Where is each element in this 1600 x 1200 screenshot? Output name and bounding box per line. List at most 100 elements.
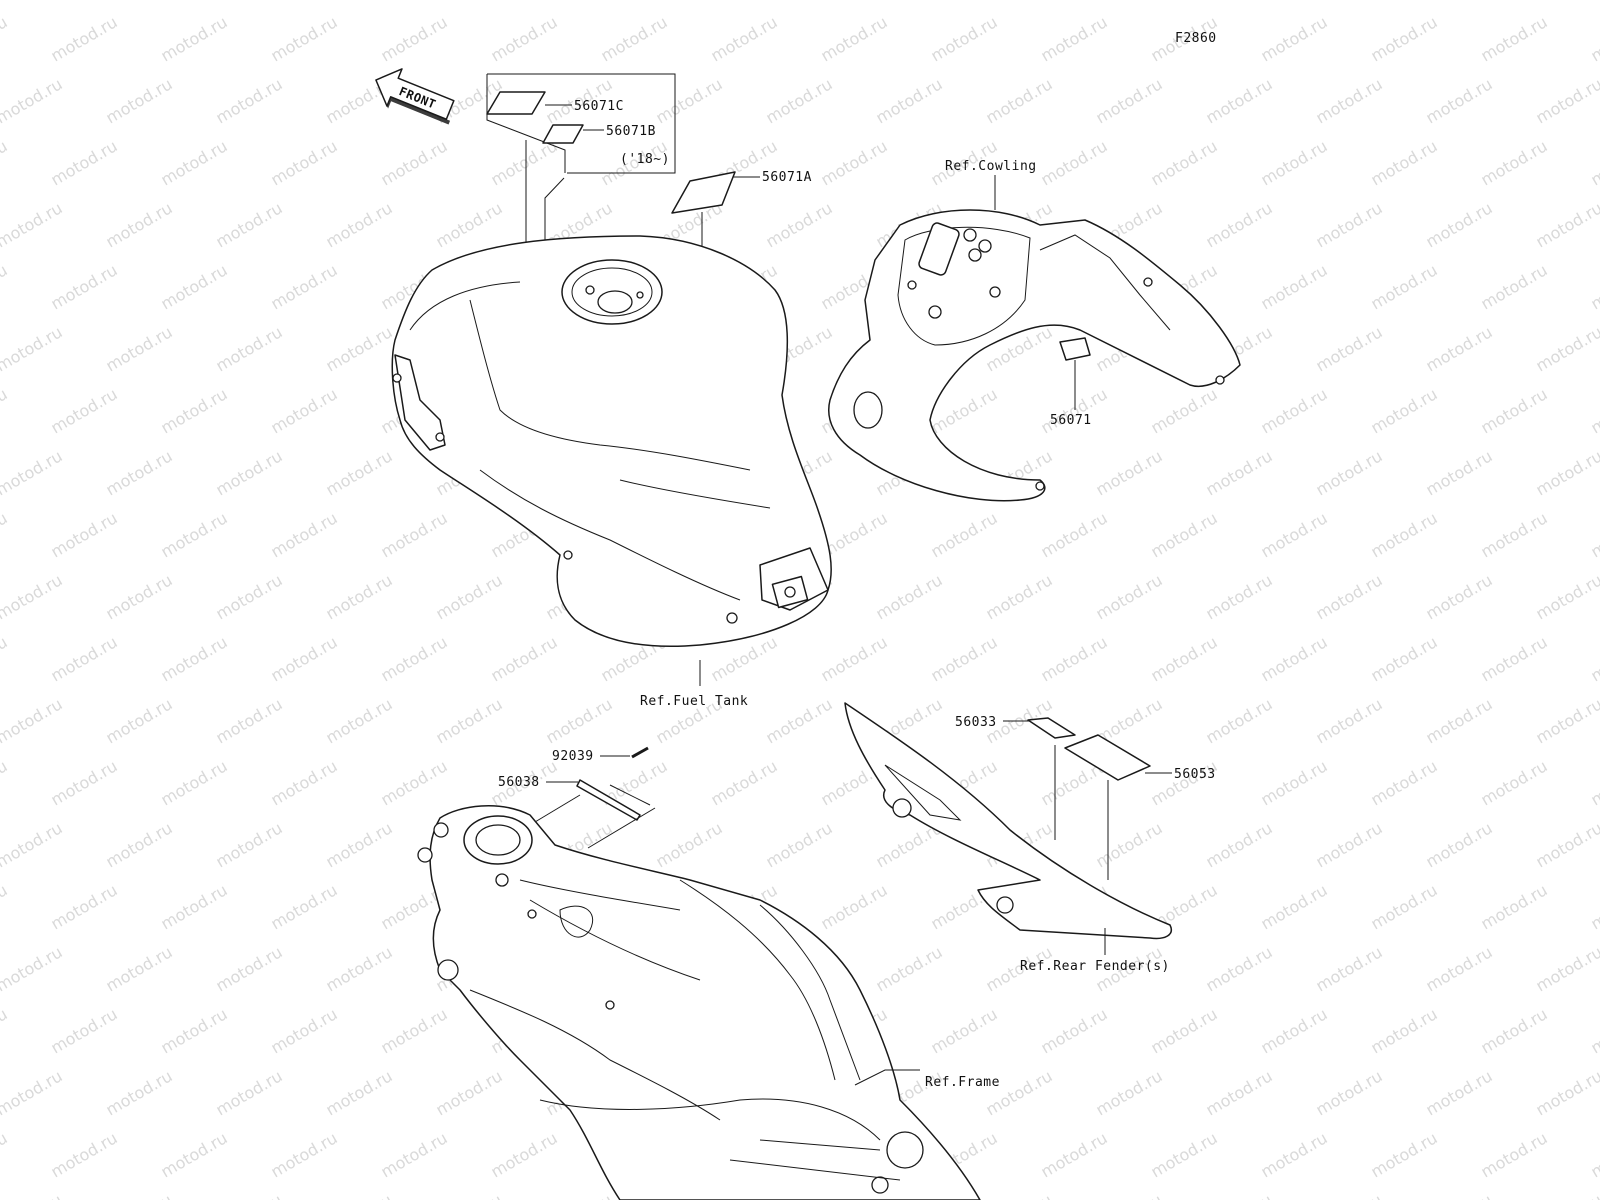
watermark-text: motod.ru (1203, 818, 1276, 871)
watermark-text: motod.ru (0, 1066, 66, 1119)
watermark-text: motod.ru (0, 570, 66, 623)
watermark-text: motod.ru (1478, 12, 1551, 65)
watermark-text: motod.ru (213, 818, 286, 871)
watermark-text: motod.ru (1423, 446, 1496, 499)
watermark-text: motod.ru (1368, 756, 1441, 809)
watermark-text: motod.ru (268, 1128, 341, 1181)
watermark-text: motod.ru (48, 384, 121, 437)
watermark-text: motod.ru (1478, 1004, 1551, 1057)
watermark-text: motod.ru (0, 260, 11, 313)
watermark-text: motod.ru (1423, 694, 1496, 747)
watermark-text: motod.ru (1533, 446, 1600, 499)
watermark-text: motod.ru (1258, 1004, 1331, 1057)
watermark-text: motod.ru (323, 1190, 396, 1200)
watermark-text: motod.ru (1313, 1066, 1386, 1119)
watermark-text: motod.ru (268, 632, 341, 685)
watermark-text: motod.ru (0, 198, 66, 251)
watermark-text: motod.ru (1533, 198, 1600, 251)
watermark-text: motod.ru (268, 1004, 341, 1057)
watermark-text: motod.ru (213, 1190, 286, 1200)
watermark-text: motod.ru (1313, 818, 1386, 871)
watermark-text: motod.ru (1203, 198, 1276, 251)
watermark-text: motod.ru (213, 198, 286, 251)
watermark-text: motod.ru (873, 0, 946, 3)
watermark-text: motod.ru (158, 136, 231, 189)
watermark-text: motod.ru (0, 136, 11, 189)
rear-fender (844, 702, 1172, 940)
watermark-text: motod.ru (1588, 756, 1600, 809)
watermark-text: motod.ru (653, 0, 726, 3)
watermark-text: motod.ru (1368, 508, 1441, 561)
watermark-text: motod.ru (1478, 880, 1551, 933)
watermark-text: motod.ru (488, 1128, 561, 1181)
watermark-text: motod.ru (1423, 818, 1496, 871)
watermark-text: motod.ru (103, 74, 176, 127)
watermark-text: motod.ru (1478, 632, 1551, 685)
watermark-text: motod.ru (1038, 136, 1111, 189)
watermark-text: motod.ru (1588, 136, 1600, 189)
watermark-text: motod.ru (1423, 942, 1496, 995)
watermark-text: motod.ru (0, 384, 11, 437)
watermark-text: motod.ru (0, 1004, 11, 1057)
watermark-text: motod.ru (0, 942, 66, 995)
watermark-text: motod.ru (268, 756, 341, 809)
watermark-text: motod.ru (598, 12, 671, 65)
watermark-text: motod.ru (158, 880, 231, 933)
watermark-text: motod.ru (1588, 508, 1600, 561)
watermark-text: motod.ru (323, 322, 396, 375)
watermark-text: motod.ru (1258, 384, 1331, 437)
watermark-text: motod.ru (0, 756, 11, 809)
watermark-text: motod.ru (1203, 74, 1276, 127)
cowling: Ref.Cowling 56071 (828, 159, 1241, 502)
watermark-text: motod.ru (1258, 880, 1331, 933)
watermark-text: motod.ru (0, 322, 66, 375)
watermark-text: motod.ru (1478, 508, 1551, 561)
watermark-text: motod.ru (213, 942, 286, 995)
watermark-text: motod.ru (928, 12, 1001, 65)
part-92039: 92039 (552, 746, 649, 764)
watermark-text: motod.ru (0, 818, 66, 871)
watermark-text: motod.ru (1533, 0, 1600, 3)
watermark-text: motod.ru (928, 1004, 1001, 1057)
watermark-text: motod.ru (1368, 12, 1441, 65)
watermark-text: motod.ru (1258, 756, 1331, 809)
watermark-text: motod.ru (1533, 570, 1600, 623)
watermark-text: motod.ru (1093, 446, 1166, 499)
watermark-text: motod.ru (213, 570, 286, 623)
watermark-text: motod.ru (158, 260, 231, 313)
watermark-text: motod.ru (0, 1190, 66, 1200)
decal-56053: 56053 (1064, 734, 1215, 880)
watermark-text: motod.ru (1533, 694, 1600, 747)
watermark-text: motod.ru (213, 0, 286, 3)
watermark-text: motod.ru (1368, 260, 1441, 313)
watermark-text: motod.ru (103, 570, 176, 623)
watermark-text: motod.ru (0, 446, 66, 499)
watermark-text: motod.ru (433, 0, 506, 3)
watermark-text: motod.ru (323, 694, 396, 747)
ref-fuel-tank-label: Ref.Fuel Tank (640, 694, 748, 709)
frame: Ref.Frame (417, 805, 999, 1200)
watermark-text: motod.ru (378, 136, 451, 189)
watermark-text: motod.ru (433, 198, 506, 251)
watermark-text: motod.ru (323, 1066, 396, 1119)
ref-rear-fender-label: Ref.Rear Fender(s) (1020, 959, 1170, 974)
part-number-92039: 92039 (552, 749, 594, 764)
watermark-text: motod.ru (0, 880, 11, 933)
watermark-text: motod.ru (818, 632, 891, 685)
watermark-text: motod.ru (268, 508, 341, 561)
watermark-text: motod.ru (48, 632, 121, 685)
watermark-text: motod.ru (1093, 1190, 1166, 1200)
part-number-56071C: 56071C (574, 99, 624, 114)
part-56038: 56038 (498, 775, 656, 849)
watermark-text: motod.ru (1258, 136, 1331, 189)
watermark-text: motod.ru (103, 942, 176, 995)
watermark-text: motod.ru (1478, 260, 1551, 313)
watermark-text: motod.ru (378, 1128, 451, 1181)
watermark-text: motod.ru (1203, 942, 1276, 995)
watermark-text: motod.ru (1038, 12, 1111, 65)
watermark-text: motod.ru (983, 1190, 1056, 1200)
watermark-text: motod.ru (1313, 694, 1386, 747)
watermark-text: motod.ru (818, 880, 891, 933)
